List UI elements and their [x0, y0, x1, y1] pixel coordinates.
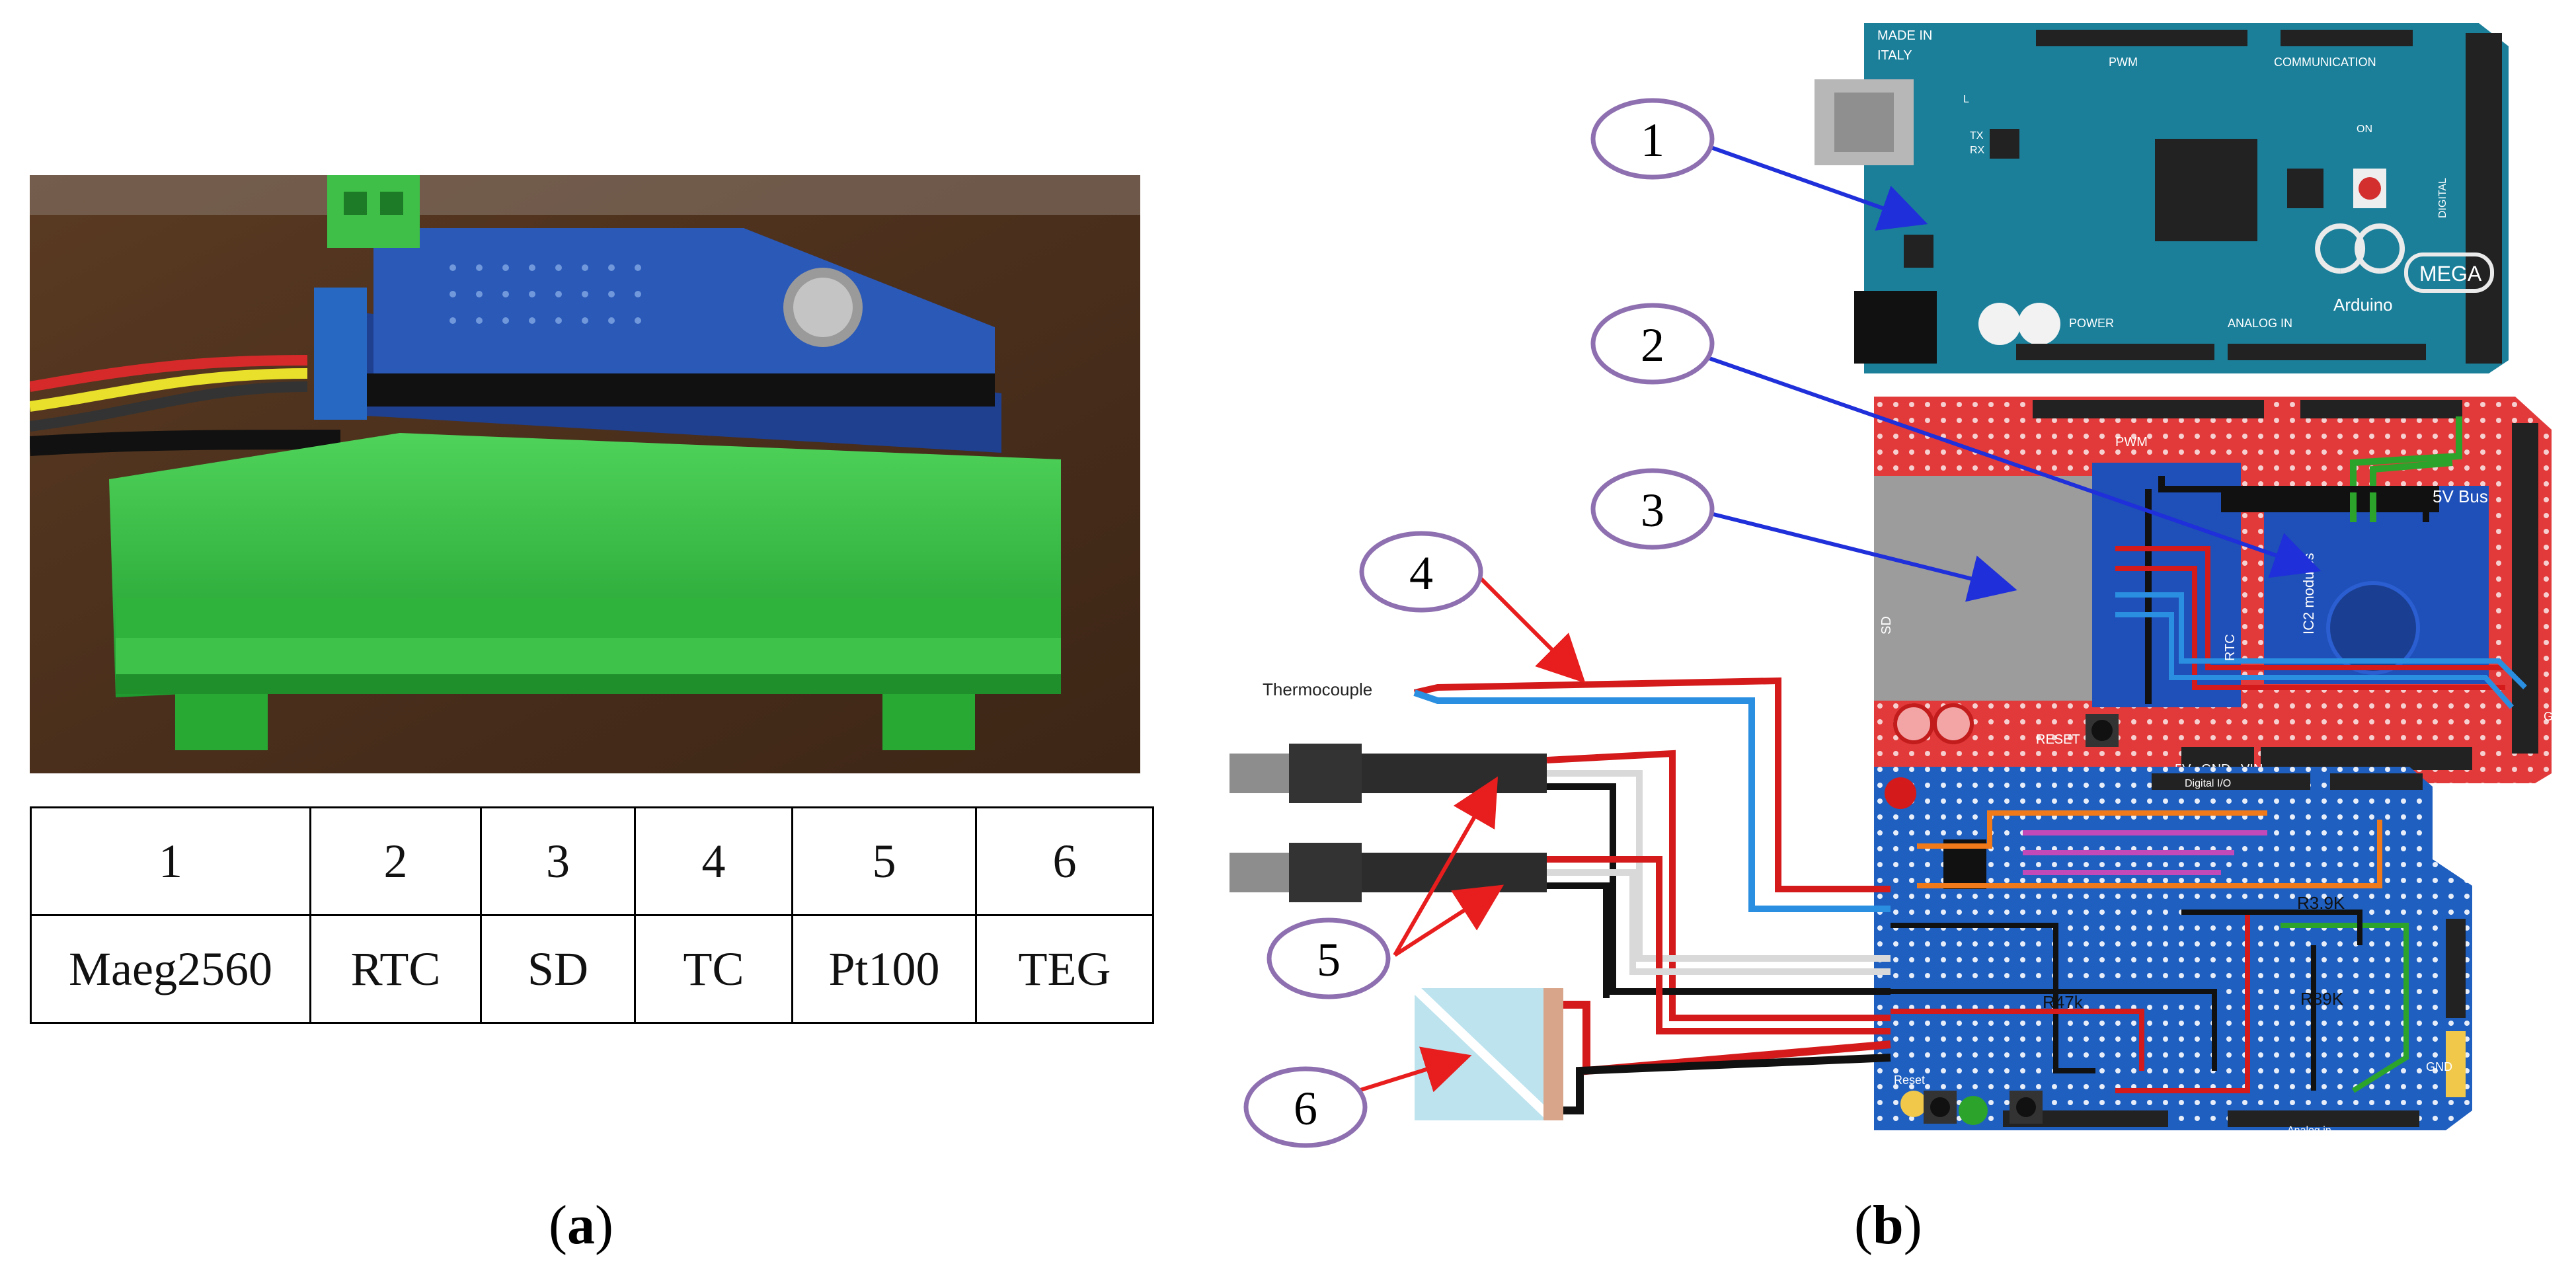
shield-pwm-label: PWM — [2115, 435, 2148, 449]
communication-label: COMMUNICATION — [2274, 56, 2376, 69]
callout-arrows — [1358, 143, 2322, 1093]
shield-reset-label: RESET — [2036, 732, 2080, 747]
table-cell: Pt100 — [791, 914, 977, 1024]
callout-number: 5 — [1317, 933, 1341, 986]
arduino-mega-board: MADE IN ITALY Arduino MEGA PWM COMMUNICA… — [1815, 23, 2509, 373]
shield-sd-label: SD — [1879, 616, 1894, 635]
resistor-r3-label: R39K — [2300, 989, 2344, 1009]
callout-6: 6 — [1243, 1066, 1368, 1148]
table-row: Maeg2560 RTC SD TC Pt100 TEG — [30, 914, 1154, 1024]
proto-analog-label: Analog in — [2287, 1125, 2331, 1136]
panel-b-caption: (b) — [1854, 1193, 1922, 1257]
table-cell: Maeg2560 — [30, 914, 311, 1024]
table-cell: 3 — [480, 806, 636, 916]
caption-close: ) — [1903, 1194, 1922, 1256]
callout-3: 3 — [1590, 468, 1715, 550]
shield-rtc-label: RTC — [2223, 634, 2238, 661]
callout-number: 1 — [1641, 114, 1664, 167]
table-cell: RTC — [309, 914, 482, 1024]
table-cell: 1 — [30, 806, 311, 916]
made-in-label: MADE IN — [1877, 28, 1932, 43]
table-cell: SD — [480, 914, 636, 1024]
callout-2: 2 — [1590, 303, 1715, 385]
table-cell: 6 — [975, 806, 1154, 916]
callout-number: 2 — [1641, 319, 1664, 371]
callout-4: 4 — [1359, 531, 1483, 613]
tx-label: TX — [1970, 130, 1984, 141]
proto-digital-label: Digital I/O — [2185, 778, 2231, 789]
mega-shield: 5V GND VIN RESET PWM 5V Bus IC2 modules … — [1874, 397, 2570, 783]
table-cell: 2 — [309, 806, 482, 916]
rx-label: RX — [1970, 145, 1985, 156]
teg-module — [1411, 984, 1891, 1124]
caption-letter: b — [1872, 1194, 1904, 1256]
hardware-photo — [30, 175, 1140, 773]
table-cell: TEG — [975, 914, 1154, 1024]
callout-5: 5 — [1267, 917, 1391, 999]
resistor-r1-label: R3.9K — [2297, 893, 2345, 913]
caption-open: ( — [1854, 1194, 1873, 1256]
thermocouple-probe: Thermocouple — [1263, 677, 1891, 912]
callout-number: 4 — [1409, 547, 1433, 600]
digital-label: DIGITAL — [2437, 178, 2448, 218]
pwm-label: PWM — [2109, 56, 2138, 69]
country-label: ITALY — [1877, 48, 1912, 63]
power-label: POWER — [2069, 317, 2114, 330]
on-label: ON — [2357, 124, 2372, 135]
model-label: MEGA — [2419, 262, 2482, 286]
panel-a-caption: (a) — [549, 1193, 613, 1257]
proto-gnd-label: GND — [2426, 1060, 2452, 1073]
table-cell: 5 — [791, 806, 977, 916]
resistor-r2-label: R47k — [2043, 992, 2084, 1012]
table-cell: 4 — [634, 806, 793, 916]
thermocouple-label: Thermocouple — [1263, 679, 1372, 699]
l-label: L — [1963, 94, 1969, 105]
callout-labels: 1 2 3 4 5 6 — [1243, 98, 1715, 1148]
analog-in-label: ANALOG IN — [2228, 317, 2292, 330]
shield-bus-label: 5V Bus — [2433, 486, 2488, 506]
prototype-shield: Digital I/O Reset Analog in R3.9K R47k R… — [1874, 767, 2472, 1136]
callout-1: 1 — [1590, 98, 1715, 180]
shield-gnd-label: GND — [2544, 710, 2570, 723]
callout-number: 6 — [1294, 1082, 1317, 1135]
caption-close: ) — [594, 1194, 613, 1256]
brand-label: Arduino — [2333, 295, 2393, 315]
caption-open: ( — [549, 1194, 567, 1256]
callout-number: 3 — [1641, 484, 1664, 537]
component-table: 1 2 3 4 5 6 Maeg2560 RTC SD TC Pt100 TEG — [30, 806, 1154, 1024]
table-row: 1 2 3 4 5 6 — [30, 806, 1154, 916]
table-cell: TC — [634, 914, 793, 1024]
panel-a: 1 2 3 4 5 6 Maeg2560 RTC SD TC Pt100 TEG… — [0, 0, 1177, 1281]
caption-letter: a — [566, 1194, 595, 1256]
proto-reset-label: Reset — [1894, 1073, 1925, 1087]
